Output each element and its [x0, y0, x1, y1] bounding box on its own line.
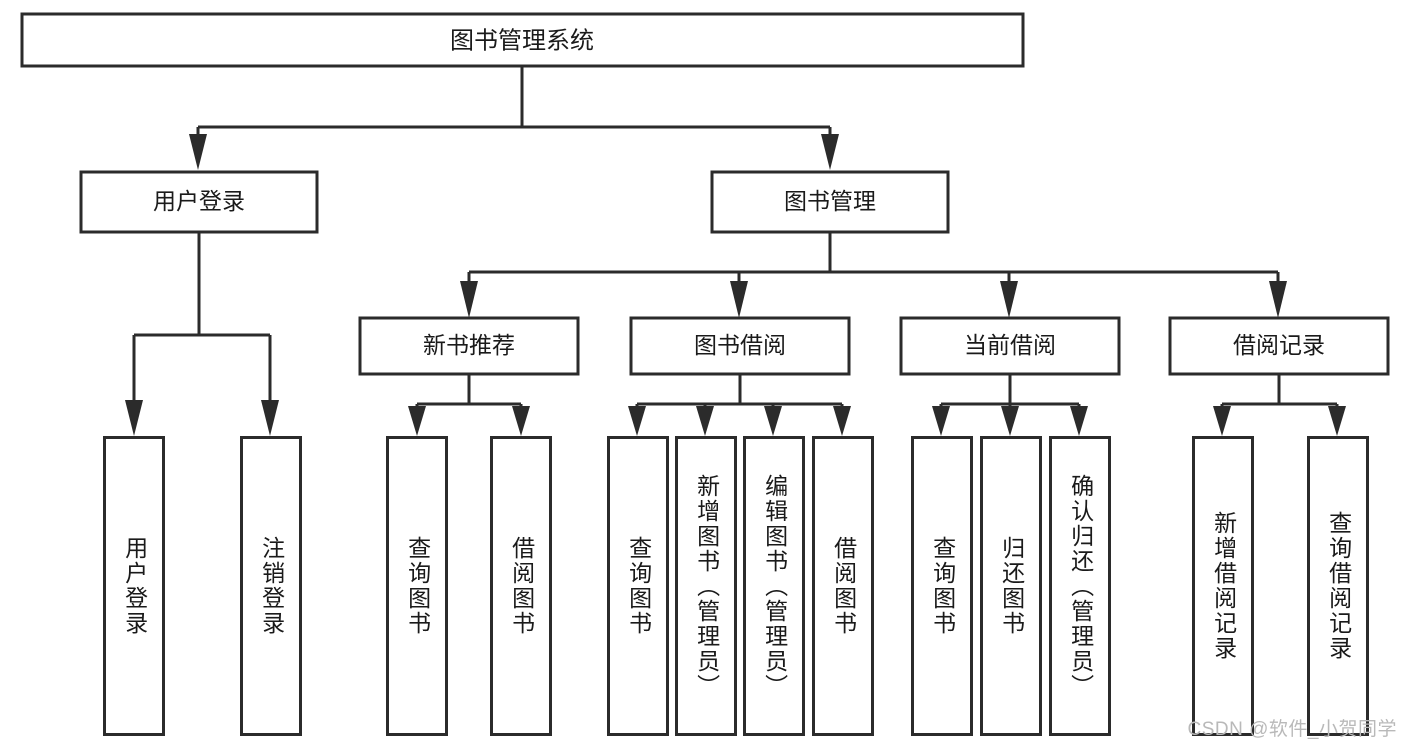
arrowhead-book-borrow-child-3: [833, 406, 851, 436]
node-root-system-label: 图书管理系统: [450, 27, 594, 54]
node-book-borrow-box: [629, 316, 851, 376]
leaf-new-book-recommend-1-label: 借阅图书: [508, 536, 535, 636]
leaf-book-borrow-2[interactable]: 编辑图书（管理员）: [743, 436, 805, 736]
arrowhead-book-manage: [821, 134, 839, 170]
leaf-user-login-1[interactable]: 注销登录: [240, 436, 302, 736]
leaf-book-borrow-0[interactable]: 查询图书: [607, 436, 669, 736]
leaf-current-borrow-2-label: 确认归还（管理员）: [1067, 473, 1094, 699]
node-root-system-box: [20, 12, 1025, 68]
leaf-book-borrow-2-label: 编辑图书（管理员）: [761, 473, 788, 699]
arrowhead-current-borrow-child-2: [1070, 406, 1088, 436]
leaf-user-login-0[interactable]: 用户登录: [103, 436, 165, 736]
leaf-new-book-recommend-1[interactable]: 借阅图书: [490, 436, 552, 736]
node-current-borrow-label: 当前借阅: [964, 332, 1056, 358]
node-current-borrow[interactable]: 当前借阅: [899, 316, 1121, 376]
node-new-book-recommend-box: [358, 316, 580, 376]
arrowhead-user-login-child-0: [125, 400, 143, 436]
node-user-login-label: 用户登录: [153, 188, 245, 214]
node-book-borrow-label: 图书借阅: [694, 332, 786, 358]
arrowhead-user-login-child-1: [261, 400, 279, 436]
leaf-new-book-recommend-0-label: 查询图书: [404, 536, 431, 636]
node-new-book-recommend-label: 新书推荐: [423, 332, 515, 358]
leaf-book-borrow-0-label: 查询图书: [625, 536, 652, 636]
node-user-login[interactable]: 用户登录: [79, 170, 319, 234]
node-book-manage[interactable]: 图书管理: [710, 170, 950, 234]
leaf-current-borrow-1[interactable]: 归还图书: [980, 436, 1042, 736]
node-book-borrow[interactable]: 图书借阅: [629, 316, 851, 376]
leaf-book-borrow-3-label: 借阅图书: [830, 536, 857, 636]
arrowhead-book-borrow-child-0: [628, 406, 646, 436]
leaf-current-borrow-0[interactable]: 查询图书: [911, 436, 973, 736]
node-current-borrow-box: [899, 316, 1121, 376]
arrowhead-borrow-record: [1269, 281, 1287, 318]
leaf-borrow-record-0[interactable]: 新增借阅记录: [1192, 436, 1254, 736]
arrowhead-user-login: [189, 134, 207, 170]
leaf-borrow-record-1[interactable]: 查询借阅记录: [1307, 436, 1369, 736]
arrowhead-new-book-child-1: [512, 406, 530, 436]
leaf-book-borrow-3[interactable]: 借阅图书: [812, 436, 874, 736]
leaf-new-book-recommend-0[interactable]: 查询图书: [386, 436, 448, 736]
leaf-current-borrow-0-label: 查询图书: [929, 536, 956, 636]
arrowhead-new-book-child-0: [408, 406, 426, 436]
arrowhead-borrow-record-child-1: [1328, 406, 1346, 436]
node-borrow-record[interactable]: 借阅记录: [1168, 316, 1390, 376]
arrowhead-current-borrow-child-0: [932, 406, 950, 436]
arrowhead-borrow-record-child-0: [1213, 406, 1231, 436]
arrowhead-new-book: [460, 281, 478, 318]
arrowhead-current-borrow: [1000, 281, 1018, 318]
leaf-user-login-1-label: 注销登录: [258, 536, 285, 636]
leaf-current-borrow-2[interactable]: 确认归还（管理员）: [1049, 436, 1111, 736]
node-borrow-record-label: 借阅记录: [1233, 332, 1325, 358]
leaf-book-borrow-1-label: 新增图书（管理员）: [693, 473, 720, 699]
node-root-system[interactable]: 图书管理系统: [20, 12, 1025, 68]
leaf-borrow-record-0-label: 新增借阅记录: [1210, 511, 1237, 661]
arrowhead-book-borrow-child-1: [696, 406, 714, 436]
leaf-book-borrow-1[interactable]: 新增图书（管理员）: [675, 436, 737, 736]
leaf-current-borrow-1-label: 归还图书: [998, 536, 1025, 636]
arrowhead-book-borrow-child-2: [764, 406, 782, 436]
node-new-book-recommend[interactable]: 新书推荐: [358, 316, 580, 376]
arrowhead-current-borrow-child-1: [1001, 406, 1019, 436]
node-book-manage-label: 图书管理: [784, 188, 876, 214]
leaf-borrow-record-1-label: 查询借阅记录: [1325, 511, 1352, 661]
leaf-user-login-0-label: 用户登录: [121, 536, 148, 636]
arrowhead-book-borrow: [730, 281, 748, 318]
